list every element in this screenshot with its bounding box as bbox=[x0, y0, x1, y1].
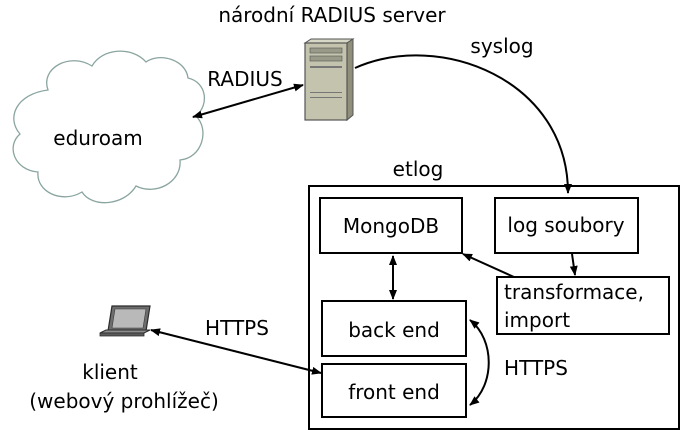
internal-https-label: HTTPS bbox=[504, 356, 568, 380]
log-files-label: log soubory bbox=[507, 213, 624, 237]
transform-label-line2: import bbox=[504, 308, 570, 332]
transform-label-line1: transformace, bbox=[504, 280, 644, 304]
server-title: národní RADIUS server bbox=[218, 3, 446, 27]
client-https-arrow bbox=[150, 328, 322, 375]
server-tower-icon bbox=[303, 38, 355, 122]
back-end-label: back end bbox=[348, 318, 440, 342]
etlog-container bbox=[308, 185, 680, 430]
eduroam-label: eduroam bbox=[53, 126, 142, 150]
syslog-arrow bbox=[354, 54, 572, 194]
front-end-label: front end bbox=[348, 380, 440, 404]
back-end-box: back end bbox=[321, 300, 467, 357]
client-browser-label: (webový prohlížeč) bbox=[29, 389, 219, 413]
mongodb-label: MongoDB bbox=[343, 214, 439, 238]
transform-box: transformace, import bbox=[496, 276, 670, 335]
radius-label: RADIUS bbox=[207, 67, 282, 91]
client-https-label: HTTPS bbox=[205, 316, 269, 340]
log-to-transform-arrow bbox=[569, 253, 578, 276]
laptop-icon bbox=[99, 305, 151, 337]
log-files-box: log soubory bbox=[494, 197, 639, 254]
syslog-label: syslog bbox=[470, 34, 533, 58]
mongodb-box: MongoDB bbox=[319, 197, 463, 254]
cloud-shape bbox=[12, 50, 206, 204]
front-end-box: front end bbox=[321, 363, 467, 418]
eduroam-cloud: eduroam bbox=[12, 50, 206, 204]
transform-to-mongodb-arrow bbox=[462, 253, 515, 278]
internal-https-arrow bbox=[469, 319, 490, 406]
radius-arrow bbox=[192, 83, 304, 119]
client-label: klient bbox=[82, 360, 138, 384]
etlog-label: etlog bbox=[393, 157, 444, 181]
